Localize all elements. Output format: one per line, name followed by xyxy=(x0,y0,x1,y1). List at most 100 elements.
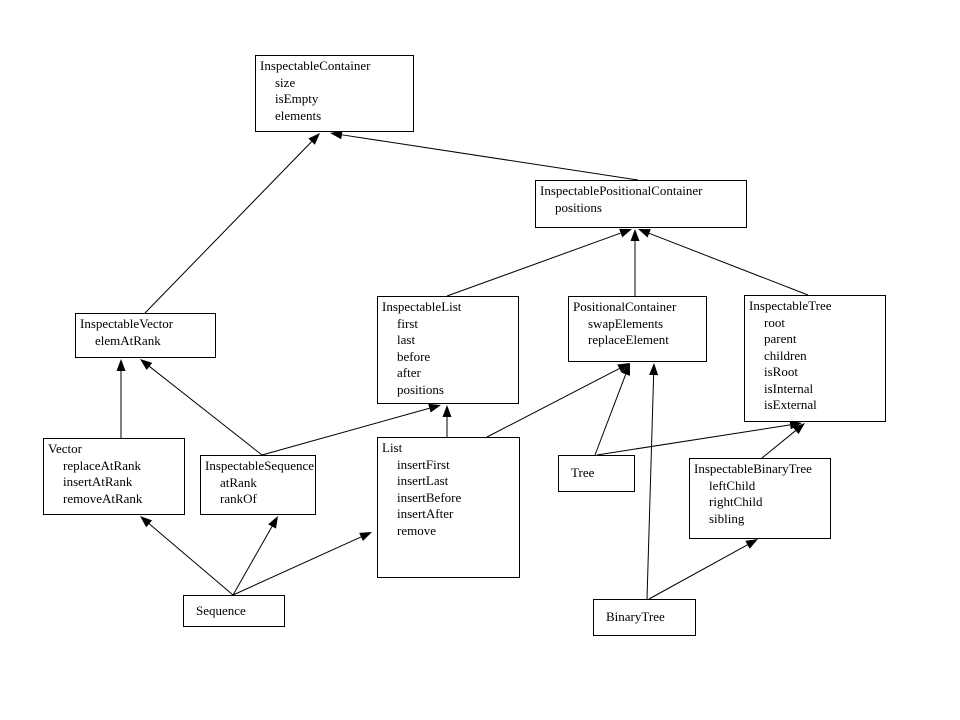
node-member: insertAtRank xyxy=(63,474,133,489)
arrow-head xyxy=(428,403,441,413)
node-member: rightChild xyxy=(709,494,763,509)
arrow-head xyxy=(359,532,372,542)
node-member: insertLast xyxy=(397,473,449,488)
node-member: insertAfter xyxy=(397,506,454,521)
arrow-line xyxy=(341,134,639,181)
inheritance-arrow xyxy=(232,516,278,596)
arrow-head xyxy=(308,133,320,145)
node-inspectable-tree: InspectableTree root parent children isR… xyxy=(744,295,886,422)
arrow-line xyxy=(232,536,362,596)
arrow-head xyxy=(638,229,651,238)
node-title: Sequence xyxy=(196,602,246,618)
inheritance-arrow xyxy=(596,420,802,456)
node-title: InspectableVector xyxy=(80,316,174,331)
node-title: InspectableList xyxy=(382,299,462,314)
node-member: insertBefore xyxy=(397,489,462,505)
arrow-head xyxy=(649,363,659,376)
inheritance-arrow xyxy=(646,363,659,600)
arrow-head xyxy=(140,516,153,528)
node-member: remove xyxy=(397,522,436,538)
inheritance-arrow xyxy=(140,359,263,456)
arrow-line xyxy=(446,232,621,297)
arrow-line xyxy=(648,544,748,600)
arrow-head xyxy=(792,423,805,435)
node-sequence: Sequence xyxy=(183,595,285,627)
arrow-line xyxy=(594,374,627,456)
node-member: parent xyxy=(764,331,797,346)
arrow-line xyxy=(646,374,655,600)
inheritance-arrow xyxy=(648,539,758,600)
arrow-line xyxy=(148,523,234,596)
node-member: rankOf xyxy=(220,491,257,506)
arrow-head xyxy=(621,363,630,376)
node-member: after xyxy=(397,365,421,380)
node-member: isExternal xyxy=(764,397,817,412)
node-title: Tree xyxy=(571,465,595,481)
node-binary-tree: BinaryTree xyxy=(593,599,696,636)
node-title: InspectableTree xyxy=(749,298,832,313)
node-member: replaceElement xyxy=(588,332,669,347)
arrow-head xyxy=(140,359,153,370)
node-inspectable-positional-container: InspectablePositionalContainer positions xyxy=(535,180,747,228)
node-title: InspectablePositionalContainer xyxy=(540,183,703,198)
arrow-head xyxy=(619,228,632,238)
arrow-head xyxy=(330,130,343,140)
node-member: insertFirst xyxy=(397,456,450,472)
node-title: InspectableContainer xyxy=(260,58,371,73)
node-member: first xyxy=(397,315,418,331)
arrow-line xyxy=(649,232,809,296)
node-title: BinaryTree xyxy=(606,609,665,625)
arrow-line xyxy=(149,366,263,456)
inheritance-arrow xyxy=(486,363,630,438)
node-member: atRank xyxy=(220,474,257,490)
arrow-line xyxy=(144,141,312,314)
inheritance-arrow xyxy=(638,229,809,296)
node-positional-container: PositionalContainer swapElements replace… xyxy=(568,296,707,362)
node-inspectable-binary-tree: InspectableBinaryTree leftChild rightChi… xyxy=(689,458,831,539)
node-title: PositionalContainer xyxy=(573,299,677,314)
arrow-line xyxy=(761,430,797,459)
arrow-head xyxy=(116,359,126,371)
inheritance-arrow xyxy=(140,516,234,596)
node-member: positions xyxy=(397,381,444,397)
node-member: removeAtRank xyxy=(63,490,143,506)
node-member: children xyxy=(764,347,807,363)
node-inspectable-list: InspectableList first last before after … xyxy=(377,296,519,404)
arrow-head xyxy=(630,229,640,241)
node-title: Vector xyxy=(48,441,82,456)
node-member: positions xyxy=(555,199,602,215)
arrow-head xyxy=(789,420,802,430)
inheritance-arrow xyxy=(116,359,126,438)
node-member: last xyxy=(397,332,416,347)
arrow-line xyxy=(596,424,791,456)
node-title: InspectableBinaryTree xyxy=(694,461,812,476)
inheritance-arrow xyxy=(144,133,320,314)
node-member: isInternal xyxy=(764,380,814,396)
arrow-head xyxy=(745,539,758,549)
node-member: leftChild xyxy=(709,477,756,493)
inheritance-arrow xyxy=(261,403,441,456)
arrow-head xyxy=(442,405,452,417)
node-member: isEmpty xyxy=(275,91,319,106)
arrow-line xyxy=(261,407,430,456)
arrow-line xyxy=(486,368,620,438)
arrow-head xyxy=(268,516,278,529)
inheritance-arrow xyxy=(594,363,630,456)
node-member: isRoot xyxy=(764,364,798,379)
node-title: List xyxy=(382,440,403,455)
inheritance-arrow xyxy=(630,229,640,296)
node-list: List insertFirst insertLast insertBefore… xyxy=(377,437,520,578)
node-inspectable-vector: InspectableVector elemAtRank xyxy=(75,313,216,358)
node-inspectable-container: InspectableContainer size isEmpty elemen… xyxy=(255,55,414,132)
node-member: elemAtRank xyxy=(95,332,161,348)
node-member: replaceAtRank xyxy=(63,457,141,473)
inheritance-arrow xyxy=(446,228,632,297)
arrow-head xyxy=(617,363,630,373)
inheritance-arrow xyxy=(330,130,639,181)
arrow-line xyxy=(232,526,273,596)
node-member: size xyxy=(275,74,296,90)
node-member: swapElements xyxy=(588,315,664,331)
node-member: before xyxy=(397,348,431,364)
